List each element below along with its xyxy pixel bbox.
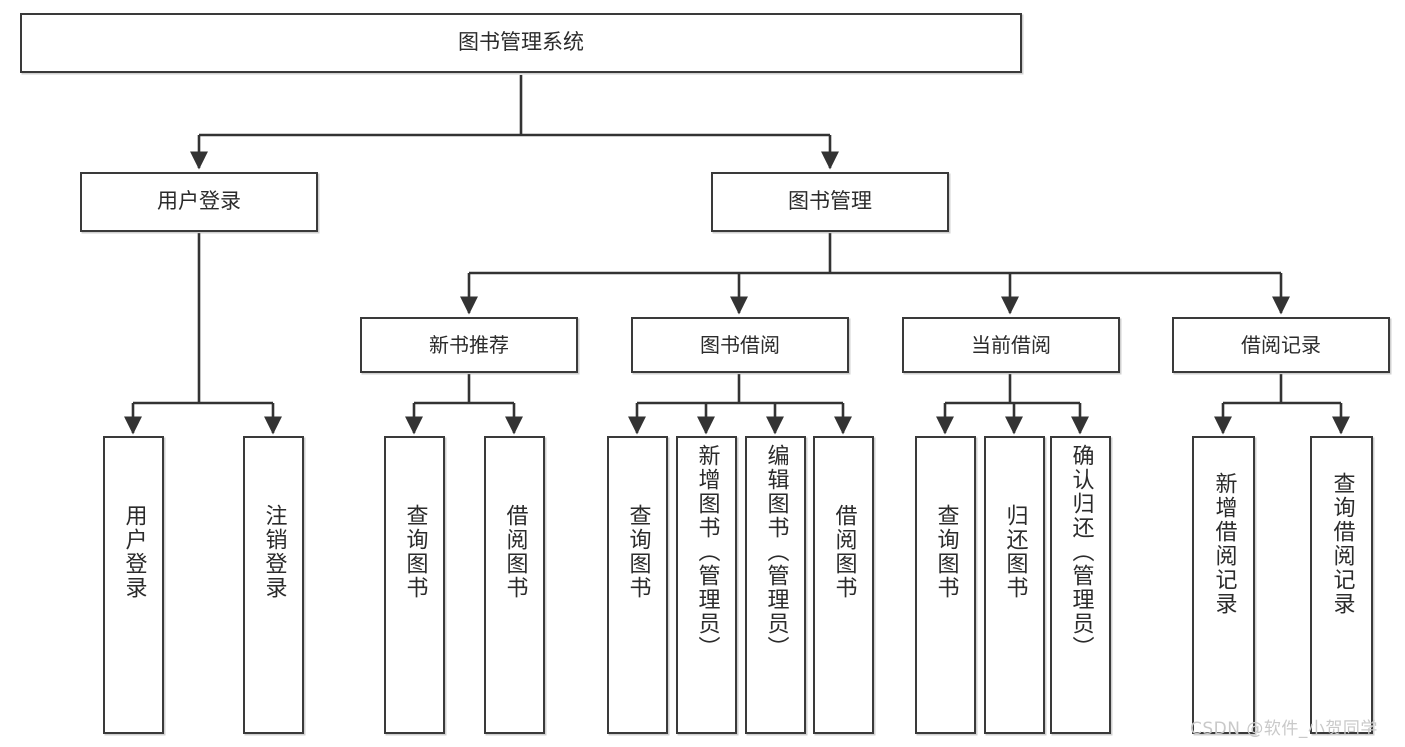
node-current-borrow-label: 当前借阅 [971, 332, 1051, 357]
leaf-confirm-return-label: 确认归还（管理员） [1068, 444, 1094, 660]
leaf-return-book[interactable]: 归还图书 [984, 436, 1045, 734]
leaf-add-book-label: 新增图书（管理员） [694, 444, 720, 660]
node-borrow-record[interactable]: 借阅记录 [1172, 317, 1390, 373]
leaf-query-book-3[interactable]: 查询图书 [915, 436, 976, 734]
leaf-borrow-book-1[interactable]: 借阅图书 [484, 436, 545, 734]
node-user-login[interactable]: 用户登录 [80, 172, 318, 232]
leaf-add-borrow-record[interactable]: 新增借阅记录 [1192, 436, 1255, 734]
leaf-borrow-book-1-label: 借阅图书 [502, 504, 528, 600]
leaf-query-book-1-label: 查询图书 [402, 504, 428, 600]
leaf-confirm-return[interactable]: 确认归还（管理员） [1050, 436, 1111, 734]
leaf-logout-label: 注销登录 [261, 504, 287, 600]
node-book-borrow[interactable]: 图书借阅 [631, 317, 849, 373]
leaf-borrow-book-2[interactable]: 借阅图书 [813, 436, 874, 734]
node-user-login-label: 用户登录 [157, 189, 241, 214]
node-current-borrow[interactable]: 当前借阅 [902, 317, 1120, 373]
node-book-borrow-label: 图书借阅 [700, 332, 780, 357]
leaf-edit-book-label: 编辑图书（管理员） [763, 444, 789, 660]
leaf-logout[interactable]: 注销登录 [243, 436, 304, 734]
node-new-book-recommend-label: 新书推荐 [429, 332, 509, 357]
node-root[interactable]: 图书管理系统 [20, 13, 1022, 73]
leaf-edit-book[interactable]: 编辑图书（管理员） [745, 436, 806, 734]
leaf-user-login-label: 用户登录 [121, 504, 147, 600]
watermark: CSDN @软件_小贺同学 [1190, 719, 1378, 739]
leaf-query-book-2-label: 查询图书 [625, 504, 651, 600]
leaf-query-borrow-record-label: 查询借阅记录 [1329, 472, 1355, 616]
leaf-query-book-3-label: 查询图书 [933, 504, 959, 600]
node-borrow-record-label: 借阅记录 [1241, 332, 1321, 357]
node-book-management[interactable]: 图书管理 [711, 172, 949, 232]
leaf-borrow-book-2-label: 借阅图书 [831, 504, 857, 600]
node-book-management-label: 图书管理 [788, 189, 872, 214]
leaf-query-borrow-record[interactable]: 查询借阅记录 [1310, 436, 1373, 734]
leaf-user-login[interactable]: 用户登录 [103, 436, 164, 734]
leaf-add-borrow-record-label: 新增借阅记录 [1211, 472, 1237, 616]
leaf-add-book[interactable]: 新增图书（管理员） [676, 436, 737, 734]
node-root-label: 图书管理系统 [458, 30, 584, 55]
leaf-return-book-label: 归还图书 [1002, 504, 1028, 600]
node-new-book-recommend[interactable]: 新书推荐 [360, 317, 578, 373]
leaf-query-book-1[interactable]: 查询图书 [384, 436, 445, 734]
leaf-query-book-2[interactable]: 查询图书 [607, 436, 668, 734]
